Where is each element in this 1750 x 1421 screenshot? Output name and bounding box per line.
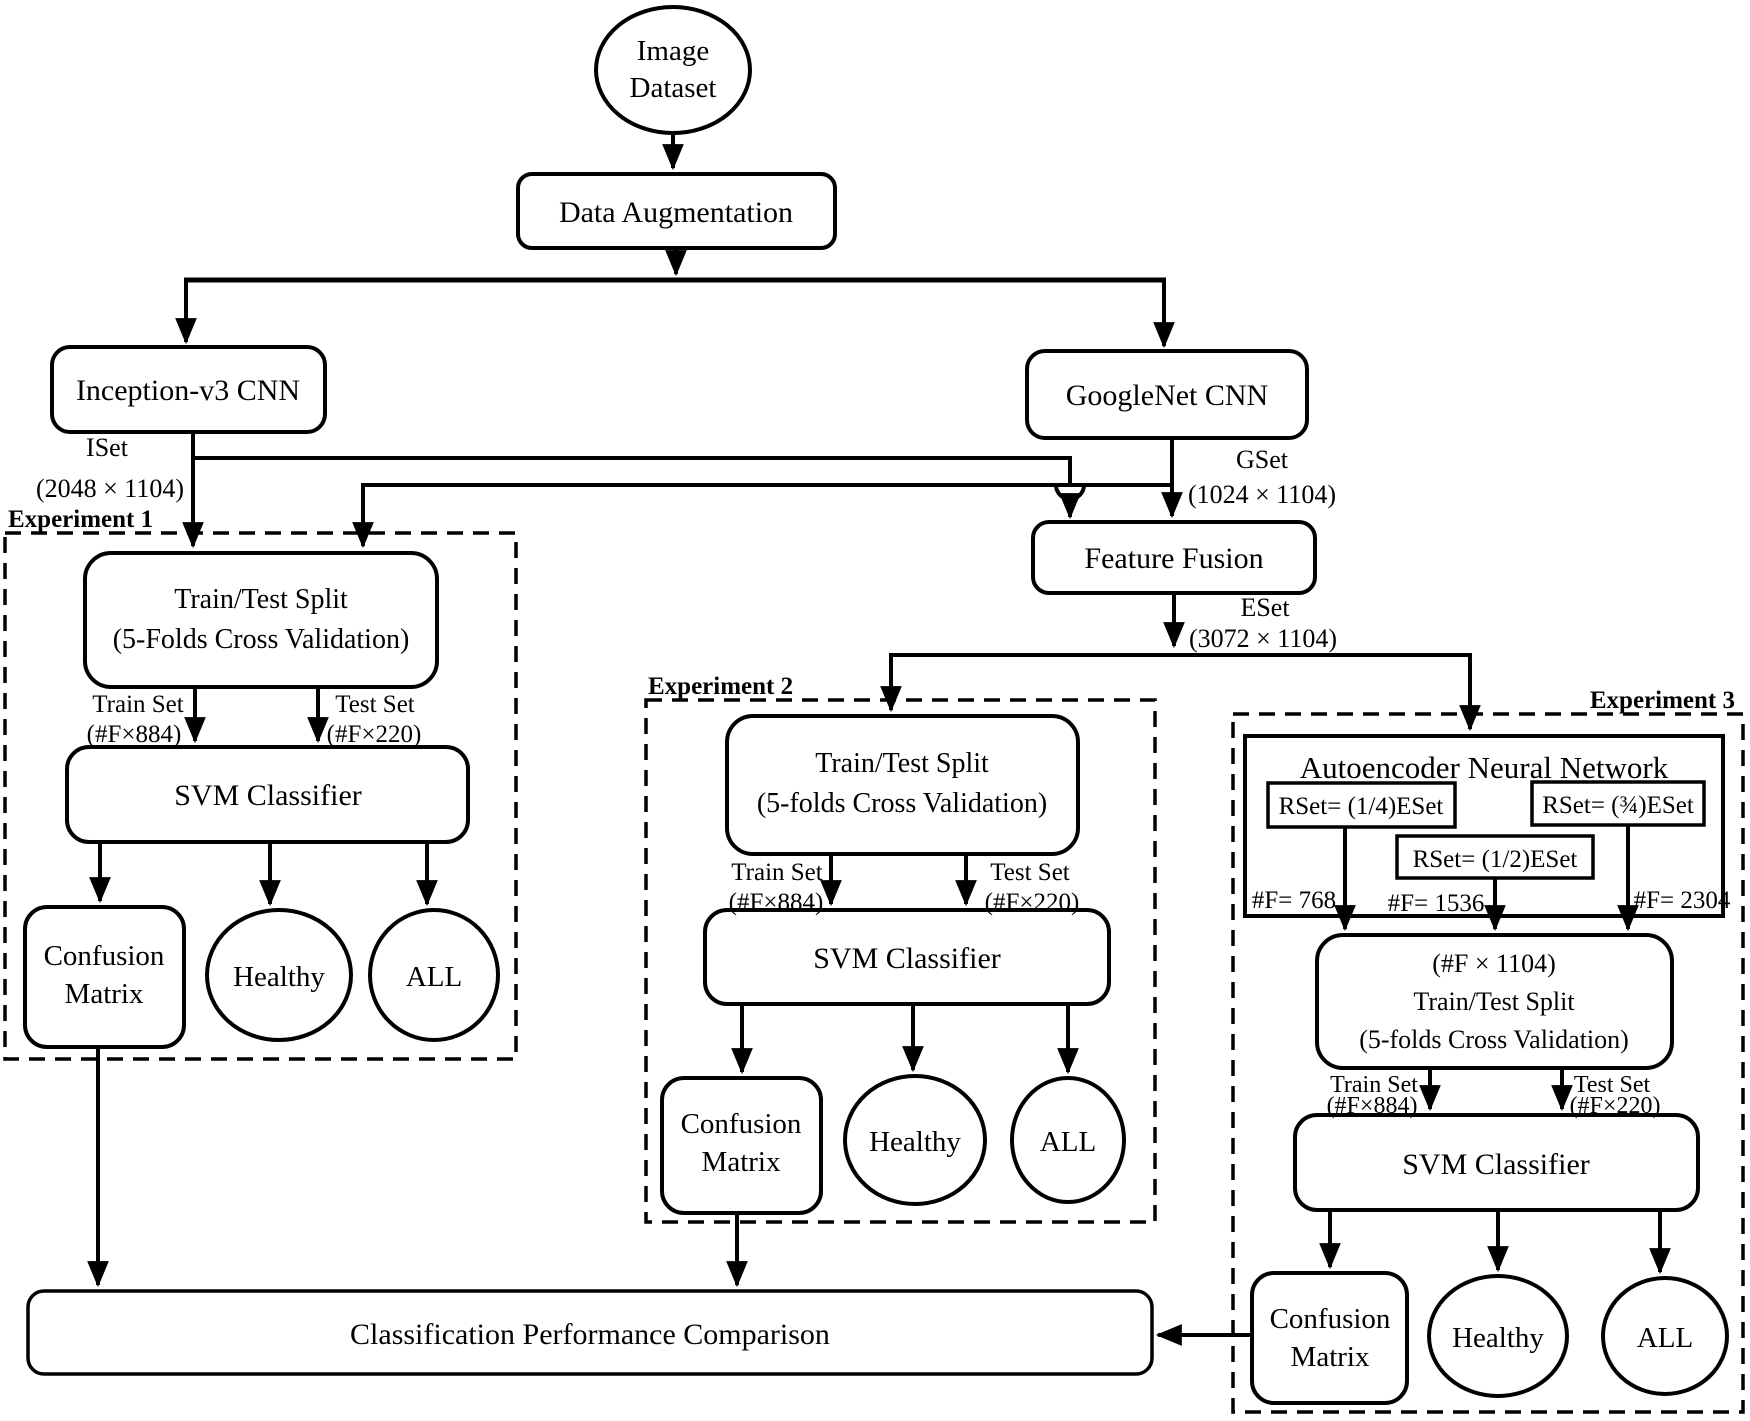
exp1-testset-dim: (#F×220)	[327, 721, 422, 748]
exp1-confusion-line1: Confusion	[44, 940, 165, 972]
exp3-train-test-split-node	[1315, 933, 1674, 1070]
exp1-confusion-matrix-node	[23, 905, 186, 1049]
exp3-trainset-label: Train Set	[1330, 1072, 1418, 1098]
exp3-svm-label: SVM Classifier	[1402, 1148, 1590, 1181]
exp2-svm-label: SVM Classifier	[813, 942, 1001, 975]
exp2-testset-label: Test Set	[990, 859, 1070, 886]
exp3-trainset-dim: (#F×884)	[1327, 1093, 1418, 1119]
exp3-rset-half-label: RSet= (1/2)ESet	[1413, 846, 1578, 873]
exp1-trainset-dim: (#F×884)	[87, 721, 182, 748]
exp2-split-line1: Train/Test Split	[815, 748, 989, 779]
experiment3-label: Experiment 3	[1590, 687, 1735, 714]
exp3-testset-dim: (#F×220)	[1570, 1093, 1661, 1119]
edge-gset-to-exp1-split	[352, 483, 1172, 549]
exp3-rset-quarter-node	[1266, 781, 1457, 829]
gset-dim-label: (1024 × 1104)	[1188, 480, 1336, 509]
exp2-all-node	[1010, 1076, 1126, 1204]
inception-label: Inception-v3 CNN	[76, 374, 300, 407]
exp2-all-label: ALL	[1040, 1126, 1096, 1158]
exp3-split-line1: Train/Test Split	[1413, 987, 1575, 1016]
exp3-f768-label: #F= 768	[1252, 887, 1336, 914]
exp2-healthy-label: Healthy	[869, 1126, 961, 1158]
exp3-rset-three-quarters-node	[1530, 780, 1706, 827]
exp1-train-test-split-node	[83, 551, 439, 689]
exp3-rset-quarter-label: RSet= (1/4)ESet	[1279, 793, 1444, 820]
experiment2-frame	[644, 698, 1157, 1224]
gset-label: GSet	[1236, 445, 1289, 474]
exp3-f2304-label: #F= 2304	[1634, 887, 1731, 914]
exp3-split-line0: (#F × 1104)	[1432, 949, 1555, 978]
exp3-healthy-label: Healthy	[1452, 1322, 1544, 1354]
exp3-confusion-matrix-node	[1250, 1271, 1409, 1405]
image-dataset-label-line2: Dataset	[630, 72, 717, 104]
exp2-train-test-split-node	[725, 714, 1080, 856]
exp3-rset-three-quarters-label: RSet= (¾)ESet	[1542, 792, 1694, 819]
experiment3-frame	[1231, 712, 1745, 1414]
googlenet-node	[1025, 349, 1309, 440]
exp1-split-line2: (5-Folds Cross Validation)	[113, 624, 410, 655]
exp2-split-line2: (5-folds Cross Validation)	[757, 788, 1047, 819]
eset-dim-label: (3072 × 1104)	[1189, 624, 1337, 653]
exp2-trainset-dim: (#F×884)	[729, 889, 824, 916]
exp1-split-line1: Train/Test Split	[174, 584, 348, 615]
exp2-trainset-label: Train Set	[731, 859, 823, 886]
exp1-confusion-line2: Matrix	[65, 978, 144, 1010]
googlenet-label: GoogleNet CNN	[1066, 379, 1268, 412]
exp3-confusion-line1: Confusion	[1270, 1303, 1391, 1335]
iset-dim-label: (2048 × 1104)	[36, 474, 184, 503]
exp3-confusion-line2: Matrix	[1291, 1341, 1370, 1373]
exp2-confusion-line1: Confusion	[681, 1108, 802, 1140]
exp1-svm-label: SVM Classifier	[174, 779, 362, 812]
exp2-healthy-node	[843, 1074, 987, 1206]
exp3-all-node	[1601, 1276, 1729, 1396]
experiment2-label: Experiment 2	[648, 673, 793, 700]
exp1-all-node	[368, 908, 500, 1042]
comparison-node	[26, 1289, 1154, 1376]
edge-iset-to-fusion-with-hop	[193, 456, 1084, 517]
exp1-healthy-node	[205, 908, 353, 1042]
comparison-label: Classification Performance Comparison	[350, 1318, 830, 1351]
exp3-split-line2: (5-folds Cross Validation)	[1359, 1025, 1629, 1054]
image-dataset-label-line1: Image	[637, 35, 709, 67]
iset-label: ISet	[86, 433, 129, 462]
exp3-f1536-label: #F= 1536	[1388, 890, 1485, 917]
exp1-healthy-label: Healthy	[233, 961, 325, 993]
exp1-all-label: ALL	[406, 961, 462, 993]
exp2-confusion-line2: Matrix	[702, 1146, 781, 1178]
experiment1-label: Experiment 1	[8, 506, 153, 533]
inception-node	[50, 345, 327, 434]
exp1-svm-node	[65, 745, 470, 844]
feature-fusion-label: Feature Fusion	[1084, 542, 1263, 575]
exp2-confusion-matrix-node	[660, 1076, 823, 1215]
eset-label: ESet	[1240, 593, 1290, 622]
exp3-testset-label: Test Set	[1574, 1072, 1651, 1098]
exp3-healthy-node	[1427, 1274, 1569, 1398]
data-augmentation-label: Data Augmentation	[559, 196, 793, 229]
exp1-trainset-label: Train Set	[92, 691, 184, 718]
exp1-testset-label: Test Set	[335, 691, 415, 718]
exp3-autoencoder-title: Autoencoder Neural Network	[1300, 750, 1669, 785]
exp3-all-label: ALL	[1637, 1322, 1693, 1354]
exp2-svm-node	[703, 908, 1111, 1006]
exp2-testset-dim: (#F×220)	[985, 889, 1080, 916]
image-dataset-node	[594, 5, 752, 135]
